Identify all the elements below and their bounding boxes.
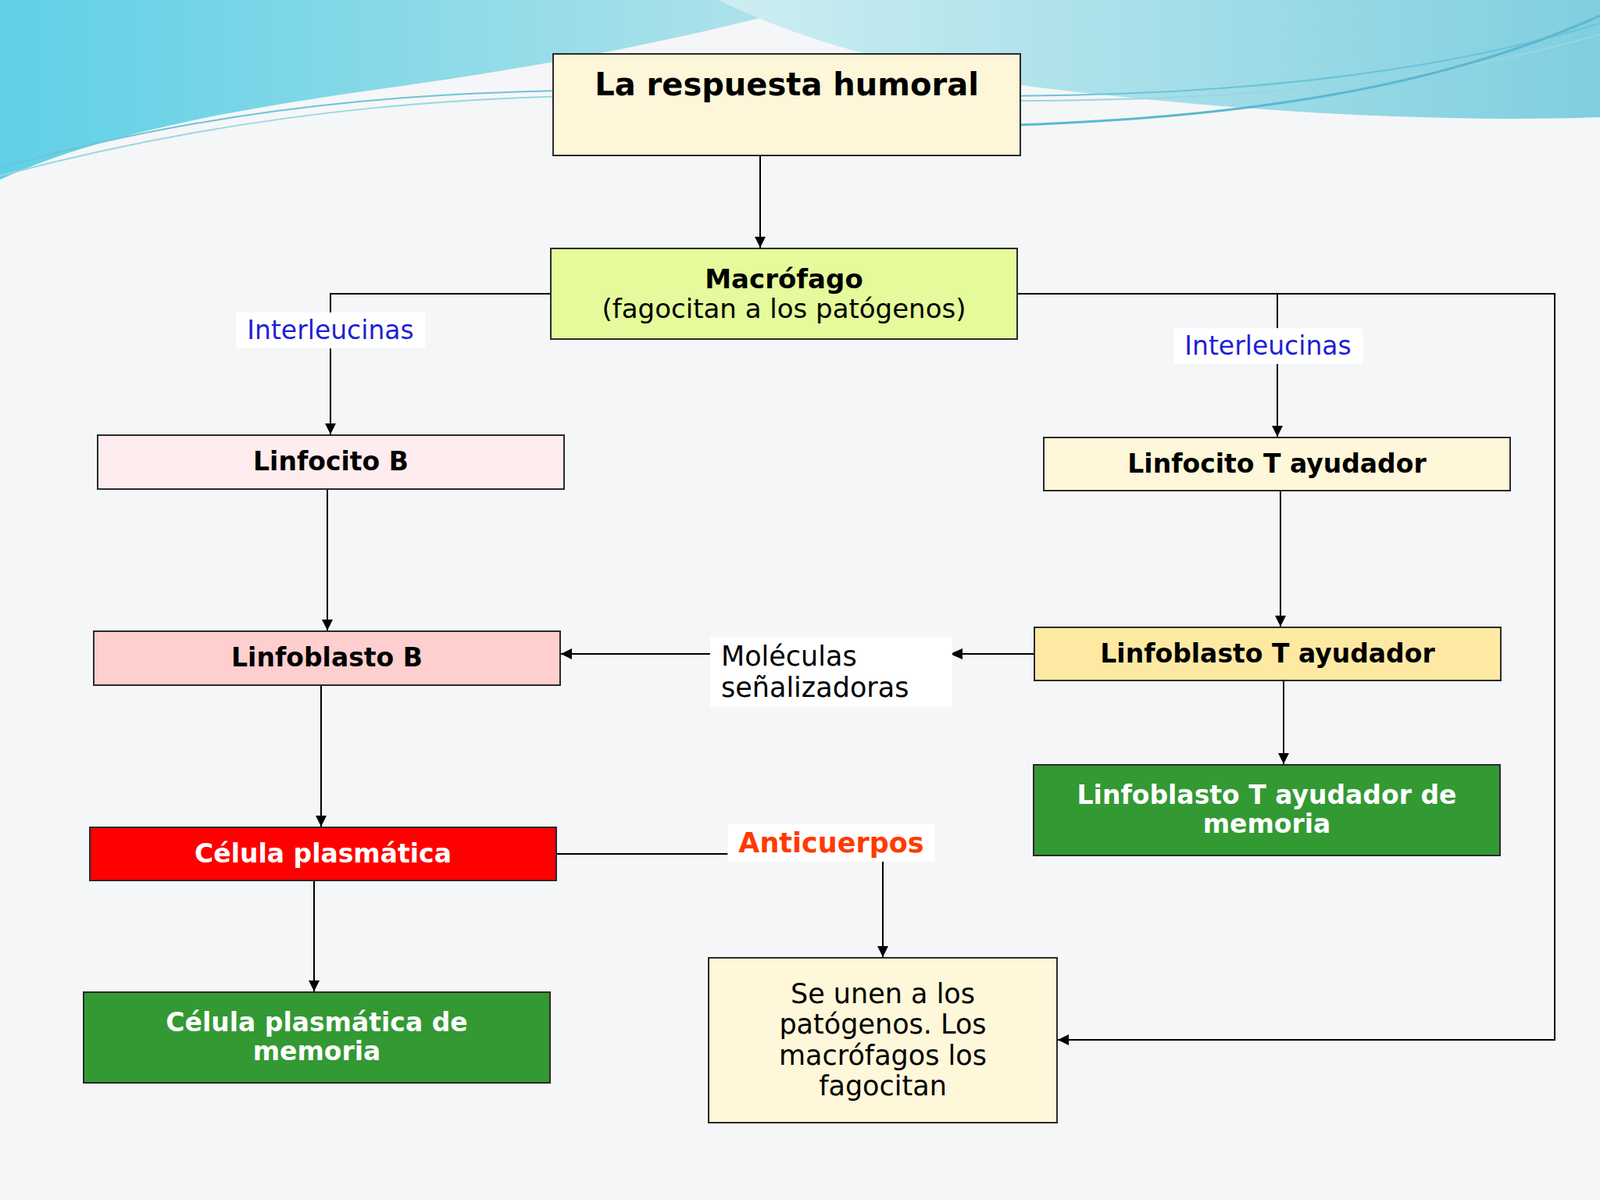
process-box: Macrófago(fagocitan a los patógenos) bbox=[550, 247, 1018, 340]
box-heading: Célula plasmática bbox=[194, 839, 452, 869]
connector-arrow bbox=[759, 156, 761, 248]
edge-label: Interleucinas bbox=[1173, 328, 1363, 365]
connector-arrow bbox=[557, 853, 883, 958]
wave-line bbox=[1015, 15, 1600, 125]
process-box: Linfoblasto T ayudador de memoria bbox=[1032, 764, 1501, 857]
process-box: Linfoblasto T ayudador bbox=[1033, 626, 1502, 682]
process-box: Linfoblasto B bbox=[92, 630, 561, 686]
connector-arrow bbox=[313, 881, 315, 992]
connector-arrow bbox=[1279, 491, 1282, 627]
process-box: Célula plasmática bbox=[89, 826, 558, 882]
process-box: Linfocito T ayudador bbox=[1042, 436, 1511, 492]
process-box: La respuesta humoral bbox=[552, 53, 1022, 157]
box-body: (fagocitan a los patógenos) bbox=[602, 293, 967, 324]
edge-label: Anticuerpos bbox=[727, 824, 935, 862]
box-heading: Linfocito T ayudador bbox=[1127, 450, 1426, 479]
edge-label: Interleucinas bbox=[235, 312, 425, 349]
connector-arrow bbox=[326, 489, 329, 631]
wave-line bbox=[0, 34, 1600, 176]
connector-arrow bbox=[1017, 293, 1278, 437]
box-heading: Macrófago bbox=[704, 264, 864, 294]
box-heading: Linfoblasto T ayudador de memoria bbox=[1057, 781, 1476, 840]
edge-label: Moléculas señalizadoras bbox=[710, 637, 953, 708]
box-heading: Se unen a los patógenos. Los macrófagos … bbox=[756, 978, 1010, 1102]
box-heading: Célula plasmática de memoria bbox=[115, 1008, 518, 1067]
connector-arrow bbox=[1282, 681, 1285, 765]
process-box: Linfocito B bbox=[96, 434, 565, 490]
connector-arrow bbox=[1017, 293, 1555, 1040]
box-heading: La respuesta humoral bbox=[594, 67, 979, 103]
box-heading: Linfocito B bbox=[253, 447, 409, 477]
process-box: Célula plasmática de memoria bbox=[82, 991, 551, 1084]
box-heading: Linfoblasto T ayudador bbox=[1100, 639, 1435, 669]
wave-line bbox=[0, 23, 1600, 168]
box-heading: Linfoblasto B bbox=[231, 643, 423, 673]
process-box: Se unen a los patógenos. Los macrófagos … bbox=[707, 957, 1058, 1124]
connector-arrow bbox=[320, 685, 322, 827]
